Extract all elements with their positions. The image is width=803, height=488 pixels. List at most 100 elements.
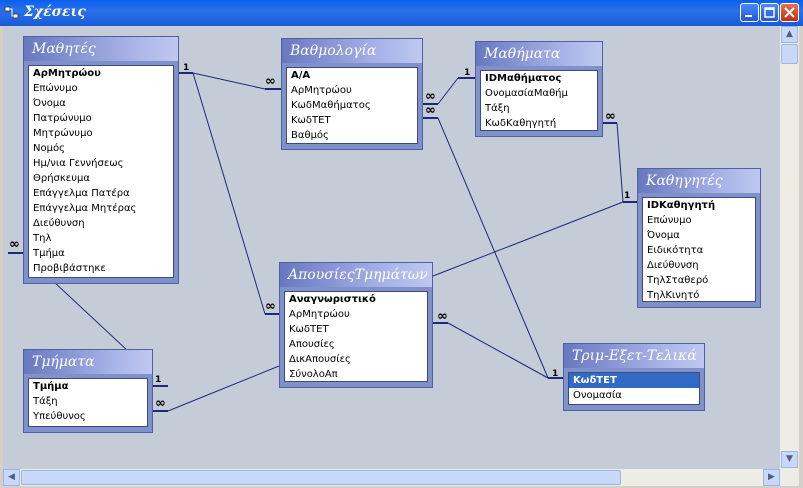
cardinality-one: 1 xyxy=(464,68,471,78)
field-item[interactable]: Βαθμός xyxy=(291,130,329,141)
field-list[interactable]: ΑρΜητρώου Επώνυμο Όνομα Πατρώνυμο Μητρών… xyxy=(28,65,174,278)
cardinality-many: ∞ xyxy=(265,299,276,314)
field-item[interactable]: ΤηλΣταθερό xyxy=(647,275,709,286)
field-item[interactable]: Θρήσκευμα xyxy=(33,173,90,184)
field-item[interactable]: Διεύθυνση xyxy=(33,218,85,229)
cardinality-one: 1 xyxy=(155,375,162,385)
field-item[interactable]: Επώνυμο xyxy=(33,83,78,94)
table-trimexet[interactable]: Τριμ-Εξετ-Τελικά ΚωδΤΕΤ Ονομασία xyxy=(563,343,705,411)
minimize-button[interactable] xyxy=(740,3,759,22)
cardinality-many: ∞ xyxy=(437,309,448,324)
field-item[interactable]: Απουσίες xyxy=(289,339,335,350)
cardinality-many: ∞ xyxy=(605,109,616,124)
field-item[interactable]: ΚωδΜαθήματος xyxy=(291,100,371,111)
table-title[interactable]: Βαθμολογία xyxy=(282,39,422,63)
maximize-button[interactable] xyxy=(760,3,779,22)
field-item[interactable]: IDΚαθηγητή xyxy=(647,200,716,211)
field-item[interactable]: Τηλ xyxy=(33,233,52,244)
arrow-down-icon: ▼ xyxy=(786,454,793,464)
table-title[interactable]: ΑπουσίεςΤμημάτων xyxy=(280,263,432,287)
cardinality-many: ∞ xyxy=(155,396,166,411)
scroll-right-button[interactable]: ▶ xyxy=(763,469,780,486)
table-mathites[interactable]: Μαθητές ΑρΜητρώου Επώνυμο Όνομα Πατρώνυμ… xyxy=(23,36,179,284)
field-item[interactable]: Μητρώνυμο xyxy=(33,128,93,139)
table-vathmologia[interactable]: Βαθμολογία Α/Α ΑρΜητρώου ΚωδΜαθήματος Κω… xyxy=(281,38,423,150)
field-item[interactable]: Πατρώνυμο xyxy=(33,113,92,124)
field-item[interactable]: ΑρΜητρώου xyxy=(33,68,101,79)
field-item[interactable]: Προβιβάστηκε xyxy=(33,263,106,274)
field-list[interactable]: ΚωδΤΕΤ Ονομασία xyxy=(568,372,700,405)
field-item-selected[interactable]: ΚωδΤΕΤ xyxy=(569,373,699,388)
field-list[interactable]: IDΜαθήματος ΟνομασίαΜαθήμ Τάξη ΚωδΚαθηγη… xyxy=(480,70,598,131)
field-item[interactable]: Επάγγελμα Μητέρας xyxy=(33,203,137,214)
window-title: Σχέσεις xyxy=(24,4,86,20)
horizontal-scrollbar[interactable]: ◀ ▶ xyxy=(3,469,780,486)
table-title[interactable]: Καθηγητές xyxy=(638,169,760,193)
field-item[interactable]: Όνομα xyxy=(647,230,680,241)
scroll-down-button[interactable]: ▼ xyxy=(781,451,798,468)
field-item[interactable]: ΤηλΚινητό xyxy=(647,290,700,301)
field-item[interactable]: ΑρΜητρώου xyxy=(291,85,352,96)
field-list[interactable]: Α/Α ΑρΜητρώου ΚωδΜαθήματος ΚωδΤΕΤ Βαθμός xyxy=(286,67,418,144)
field-item[interactable]: Τμήμα xyxy=(33,248,65,259)
relationship-lines xyxy=(8,72,639,412)
field-item[interactable]: Τάξη xyxy=(485,103,510,114)
relationships-icon xyxy=(4,6,19,19)
table-title[interactable]: Τριμ-Εξετ-Τελικά xyxy=(564,344,704,368)
field-item[interactable]: Ημ/νια Γεννήσεως xyxy=(33,158,124,169)
arrow-right-icon: ▶ xyxy=(768,472,775,482)
field-item[interactable]: Ονομασία xyxy=(573,390,622,401)
field-item[interactable]: Αναγνωριστικό xyxy=(289,294,376,305)
cardinality-one: 1 xyxy=(183,63,190,73)
field-list[interactable]: IDΚαθηγητή Επώνυμο Όνομα Ειδικότητα Διεύ… xyxy=(642,197,756,302)
table-apousies[interactable]: ΑπουσίεςΤμημάτων Αναγνωριστικό ΑρΜητρώου… xyxy=(279,262,433,388)
cardinality-many: ∞ xyxy=(425,103,436,118)
field-item[interactable]: ΟνομασίαΜαθήμ xyxy=(485,88,568,99)
scroll-up-button[interactable]: ▲ xyxy=(781,26,798,43)
field-item[interactable]: Ειδικότητα xyxy=(647,245,704,256)
field-item[interactable]: Όνομα xyxy=(33,98,66,109)
table-kathigites[interactable]: Καθηγητές IDΚαθηγητή Επώνυμο Όνομα Ειδικ… xyxy=(637,168,761,308)
field-list[interactable]: Αναγνωριστικό ΑρΜητρώου ΚωδΤΕΤ Απουσίες … xyxy=(284,291,428,382)
field-item[interactable]: ΚωδΤΕΤ xyxy=(291,115,331,126)
field-item[interactable]: Νομός xyxy=(33,143,65,154)
relationships-canvas[interactable]: 1 ∞ ∞ ∞ 1 ∞ ∞ ∞ 1 ∞ 1 ∞ 1 Μαθητές ΑρΜητρ… xyxy=(3,26,780,469)
scroll-thumb-horizontal[interactable] xyxy=(21,470,621,485)
field-item[interactable]: Α/Α xyxy=(291,70,311,81)
close-icon xyxy=(784,7,795,18)
arrow-left-icon: ◀ xyxy=(8,472,15,482)
field-item[interactable]: Τάξη xyxy=(33,396,58,407)
cardinality-many: ∞ xyxy=(9,237,20,252)
field-item[interactable]: Υπεύθυνος xyxy=(33,411,86,422)
minimize-icon xyxy=(745,15,752,17)
scroll-left-button[interactable]: ◀ xyxy=(3,469,20,486)
maximize-icon xyxy=(764,7,775,18)
field-item[interactable]: ΑρΜητρώου xyxy=(289,309,350,320)
field-item[interactable]: Επάγγελμα Πατέρα xyxy=(33,188,130,199)
cardinality-one: 1 xyxy=(552,369,559,379)
table-title[interactable]: Τμήματα xyxy=(24,350,152,374)
field-item[interactable]: ΚωδΤΕΤ xyxy=(289,324,329,335)
scrollbar-corner xyxy=(780,469,799,486)
table-title[interactable]: Μαθήματα xyxy=(476,42,602,66)
table-tmimata[interactable]: Τμήματα Τμήμα Τάξη Υπεύθυνος xyxy=(23,349,153,433)
table-mathimata[interactable]: Μαθήματα IDΜαθήματος ΟνομασίαΜαθήμ Τάξη … xyxy=(475,41,603,137)
scroll-thumb-vertical[interactable] xyxy=(781,44,798,64)
table-title[interactable]: Μαθητές xyxy=(24,37,178,61)
arrow-up-icon: ▲ xyxy=(786,29,793,39)
field-item[interactable]: Επώνυμο xyxy=(647,215,692,226)
vertical-scrollbar[interactable]: ▲ ▼ xyxy=(780,26,799,469)
field-item[interactable]: Τμήμα xyxy=(33,381,69,392)
close-button[interactable] xyxy=(780,3,799,22)
title-bar[interactable]: Σχέσεις xyxy=(0,0,803,26)
field-item[interactable]: Διεύθυνση xyxy=(647,260,699,271)
field-item[interactable]: ΚωδΚαθηγητή xyxy=(485,118,557,129)
cardinality-many: ∞ xyxy=(425,89,436,104)
field-item[interactable]: ΣύνολοΑπ xyxy=(289,369,338,380)
cardinality-one: 1 xyxy=(624,191,631,201)
field-item[interactable]: IDΜαθήματος xyxy=(485,73,562,84)
field-item[interactable]: ΔικΑπουσίες xyxy=(289,354,351,365)
cardinality-many: ∞ xyxy=(265,74,276,89)
field-list[interactable]: Τμήμα Τάξη Υπεύθυνος xyxy=(28,378,148,427)
